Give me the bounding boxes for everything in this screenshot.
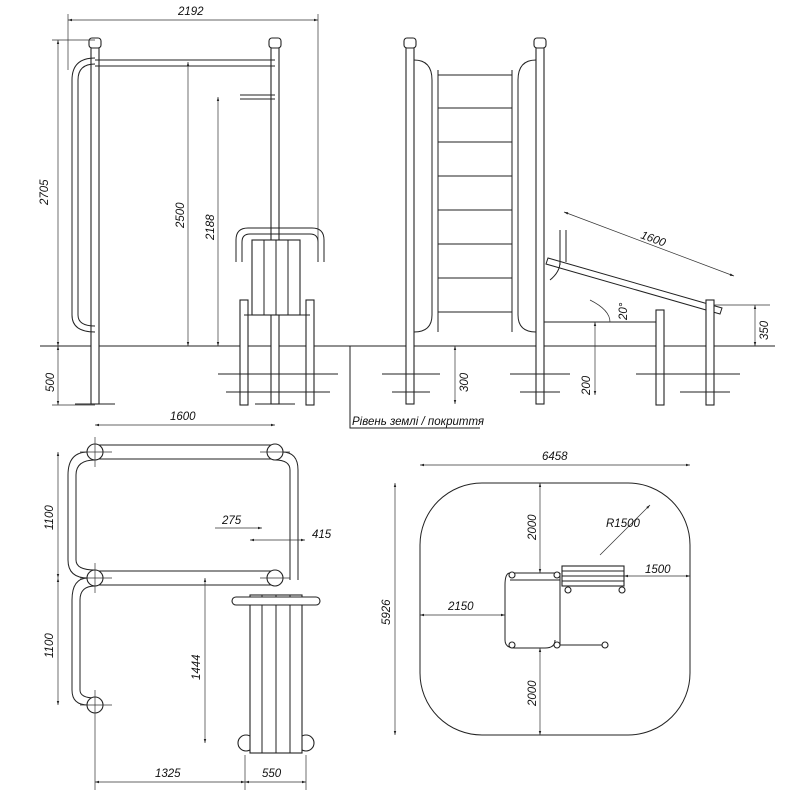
dim-side-b: 1100 [44,633,56,658]
dim-width: 2192 [177,6,204,18]
dim-site-height: 5926 [381,599,393,625]
dim-ladder-depth: 300 [459,372,471,392]
dim-incline-length: 1600 [639,230,668,250]
dim-left-gap: 2150 [447,601,474,613]
dim-bar2-height: 2188 [205,214,217,241]
dim-radius: R1500 [606,518,640,530]
site-plan: 6458 5926 2000 2000 2150 1500 R1500 [381,451,691,736]
dim-bottom-gap: 2000 [527,680,539,707]
site-joints [508,571,626,649]
dim-depth: 500 [45,372,57,392]
ladder-rungs [438,74,512,313]
dim-top-gap: 2000 [527,514,539,541]
dim-bench-width-outer: 415 [312,529,332,541]
dim-right-gap: 1500 [645,564,671,576]
ground-level-label: Рівень землі / покриття [352,416,484,428]
dim-incline-height: 350 [759,320,771,340]
front-view: 2192 2705 2500 2188 500 [39,6,338,406]
dim-bench-width: 550 [262,768,282,780]
dim-offset-x: 1325 [155,768,181,780]
plan-view: 1600 1100 1100 1444 275 415 1325 550 [44,411,332,790]
dim-site-width: 6458 [542,451,568,463]
dim-total-height: 2705 [39,179,51,206]
coverage-area [419,482,691,736]
dim-angle: 20° [618,302,630,321]
dim-bench-length: 1444 [191,654,203,680]
dim-side-a: 1100 [44,505,56,530]
dim-bar-height: 2500 [175,202,187,229]
dim-bench-offset: 275 [221,515,242,527]
dim-support-height: 200 [581,375,593,396]
dim-plan-width: 1600 [170,411,196,423]
side-view: 1600 20° 350 300 200 Рівень землі / покр… [349,37,771,429]
